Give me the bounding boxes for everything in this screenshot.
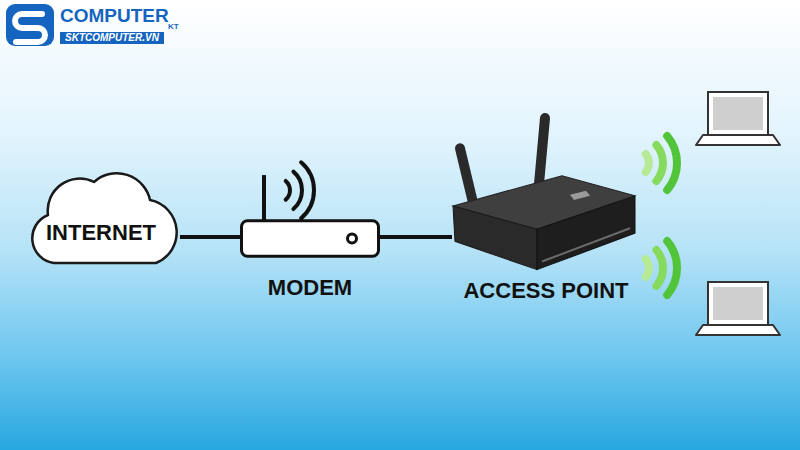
wifi-wave	[656, 250, 663, 286]
laptop-screen	[708, 92, 768, 135]
laptop-base	[696, 135, 780, 145]
logo-badge	[6, 4, 54, 46]
router-front	[537, 196, 635, 270]
router-led-strip	[542, 228, 630, 261]
wifi-wave	[656, 145, 663, 181]
wifi-wave	[646, 154, 649, 172]
brand-mark: KT	[168, 23, 179, 31]
logo-icon	[6, 4, 54, 46]
label-slot: COMPUTER	[60, 6, 169, 25]
label-slot: SKTCOMPUTER.VN	[60, 32, 164, 44]
access-point-node: ACCESS POINT	[452, 110, 640, 307]
laptop-display	[713, 97, 763, 130]
wifi-wave	[667, 241, 677, 295]
laptop-icon	[696, 282, 780, 335]
modem-antenna	[262, 175, 266, 221]
brand-url: SKTCOMPUTER.VN	[60, 32, 164, 44]
brand-name: COMPUTER	[60, 6, 169, 25]
network-cable	[180, 235, 240, 239]
status-light	[348, 234, 357, 243]
node-label: INTERNET	[46, 220, 156, 246]
node-label: ACCESS POINT	[463, 278, 628, 304]
laptop-base	[696, 325, 780, 335]
wifi-wave	[646, 259, 649, 277]
cloud-outline	[22, 158, 180, 268]
node-label: MODEM	[268, 275, 352, 301]
wifi-signal	[646, 136, 677, 190]
network-cable	[380, 235, 452, 239]
logo-s-mark	[15, 14, 45, 42]
signal-wave	[301, 162, 314, 218]
signal-wave	[293, 172, 302, 209]
signal-wave	[286, 181, 290, 200]
cloud-node: INTERNET	[22, 158, 180, 268]
router-illustration	[453, 118, 635, 270]
modem-node: MODEM	[240, 170, 380, 304]
laptop-screen	[708, 282, 768, 325]
router-badge	[570, 191, 590, 200]
modem-box	[242, 221, 379, 257]
wifi-signal	[646, 241, 677, 295]
label-slot: KT	[168, 23, 179, 31]
cloud-shape	[32, 173, 176, 263]
wifi-wave	[667, 136, 677, 190]
laptop-icon	[696, 92, 780, 145]
laptop-display	[713, 287, 763, 320]
router-side	[453, 206, 537, 270]
router-outline	[452, 110, 640, 307]
